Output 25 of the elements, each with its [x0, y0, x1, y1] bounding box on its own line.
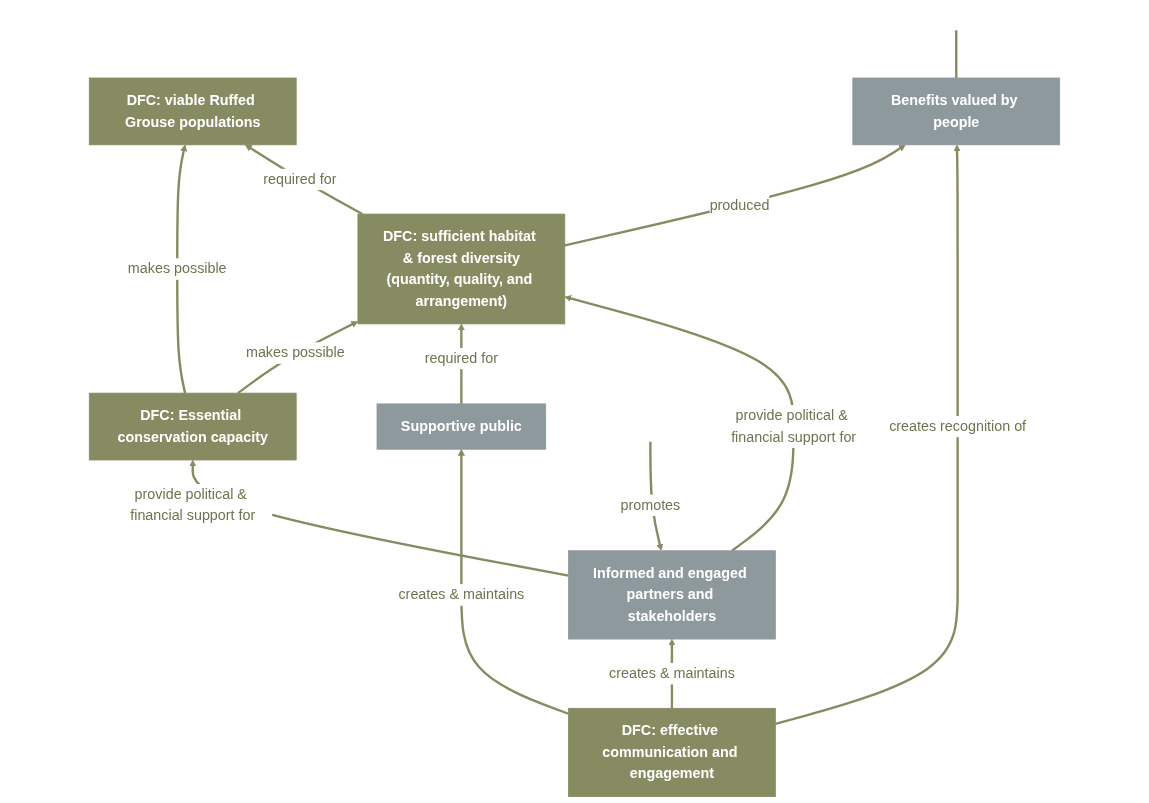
edge-label: required for [424, 350, 498, 367]
arrow [775, 144, 961, 726]
arrow [564, 144, 906, 247]
edge-label: creates & maintains [609, 665, 735, 682]
node-box: DFC: viable Ruffed Grouse populations [88, 77, 297, 146]
edge-label: promotes [620, 497, 681, 513]
node-box: DFC: effective communication and engagement [568, 707, 776, 798]
edge-label: makes possible [127, 260, 227, 277]
node-box: DFC: Essential conservation capacity [88, 392, 297, 461]
node-box: DFC: sufficient habitat & forest diversity (quantity, quality, and arrangement) [357, 213, 566, 325]
arrow [237, 321, 359, 395]
connector [955, 30, 958, 78]
edge-label: produced [709, 197, 770, 213]
edge-label: creates recognition of [889, 418, 1027, 435]
edge-label: creates & maintains [398, 586, 525, 603]
node-box: Supportive public [376, 403, 547, 450]
arrow [457, 448, 569, 715]
arrow [245, 144, 363, 216]
edge-label: required for [263, 171, 337, 188]
arrow [176, 144, 188, 394]
edge-label: provide political & financial support for [731, 407, 857, 445]
node-box: Informed and engaged partners and stakeholders [568, 550, 776, 640]
node-box: Benefits valued by people [852, 77, 1061, 146]
edge-label: provide political & financial support for [130, 486, 256, 524]
edge-label: makes possible [245, 344, 345, 361]
